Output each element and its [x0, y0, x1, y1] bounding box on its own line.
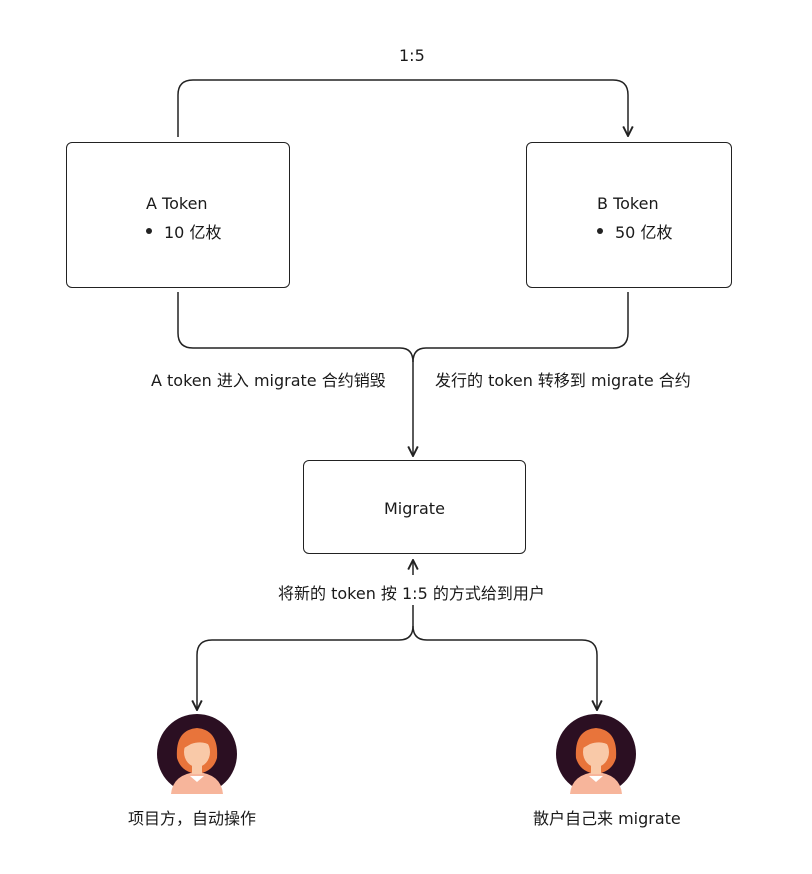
- b-token-title: B Token: [597, 194, 659, 213]
- retail-user-label: 散户自己来 migrate: [533, 809, 681, 828]
- b-token-supply-text: 50 亿枚: [615, 223, 673, 242]
- bullet-icon: [597, 228, 603, 234]
- edge-b-to-migrate: [412, 292, 629, 363]
- a-to-migrate-label: A token 进入 migrate 合约销毁: [151, 371, 386, 390]
- b-to-migrate-label: 发行的 token 转移到 migrate 合约: [435, 371, 691, 390]
- migrate-out-label: 将新的 token 按 1:5 的方式给到用户: [278, 584, 545, 603]
- retail-user-avatar-icon: [556, 714, 636, 794]
- a-token-title: A Token: [146, 194, 208, 213]
- project-user-label: 项目方，自动操作: [128, 809, 257, 828]
- migrate-box[interactable]: Migrate: [303, 460, 526, 554]
- edge-a-to-migrate: [177, 292, 414, 363]
- b-token-box[interactable]: B Token 50 亿枚: [526, 142, 732, 288]
- edge-split: [197, 605, 414, 710]
- a-token-box[interactable]: A Token 10 亿枚: [66, 142, 290, 288]
- a-token-supply: 10 亿枚: [146, 219, 221, 243]
- bullet-icon: [146, 228, 152, 234]
- edge-split-right: [412, 625, 597, 710]
- migrate-title: Migrate: [384, 499, 445, 518]
- a-token-supply-text: 10 亿枚: [164, 223, 222, 242]
- ratio-label: 1:5: [399, 46, 425, 65]
- b-token-supply: 50 亿枚: [597, 219, 672, 243]
- project-user-avatar-icon: [157, 714, 237, 794]
- edge-a-to-b: [177, 79, 628, 137]
